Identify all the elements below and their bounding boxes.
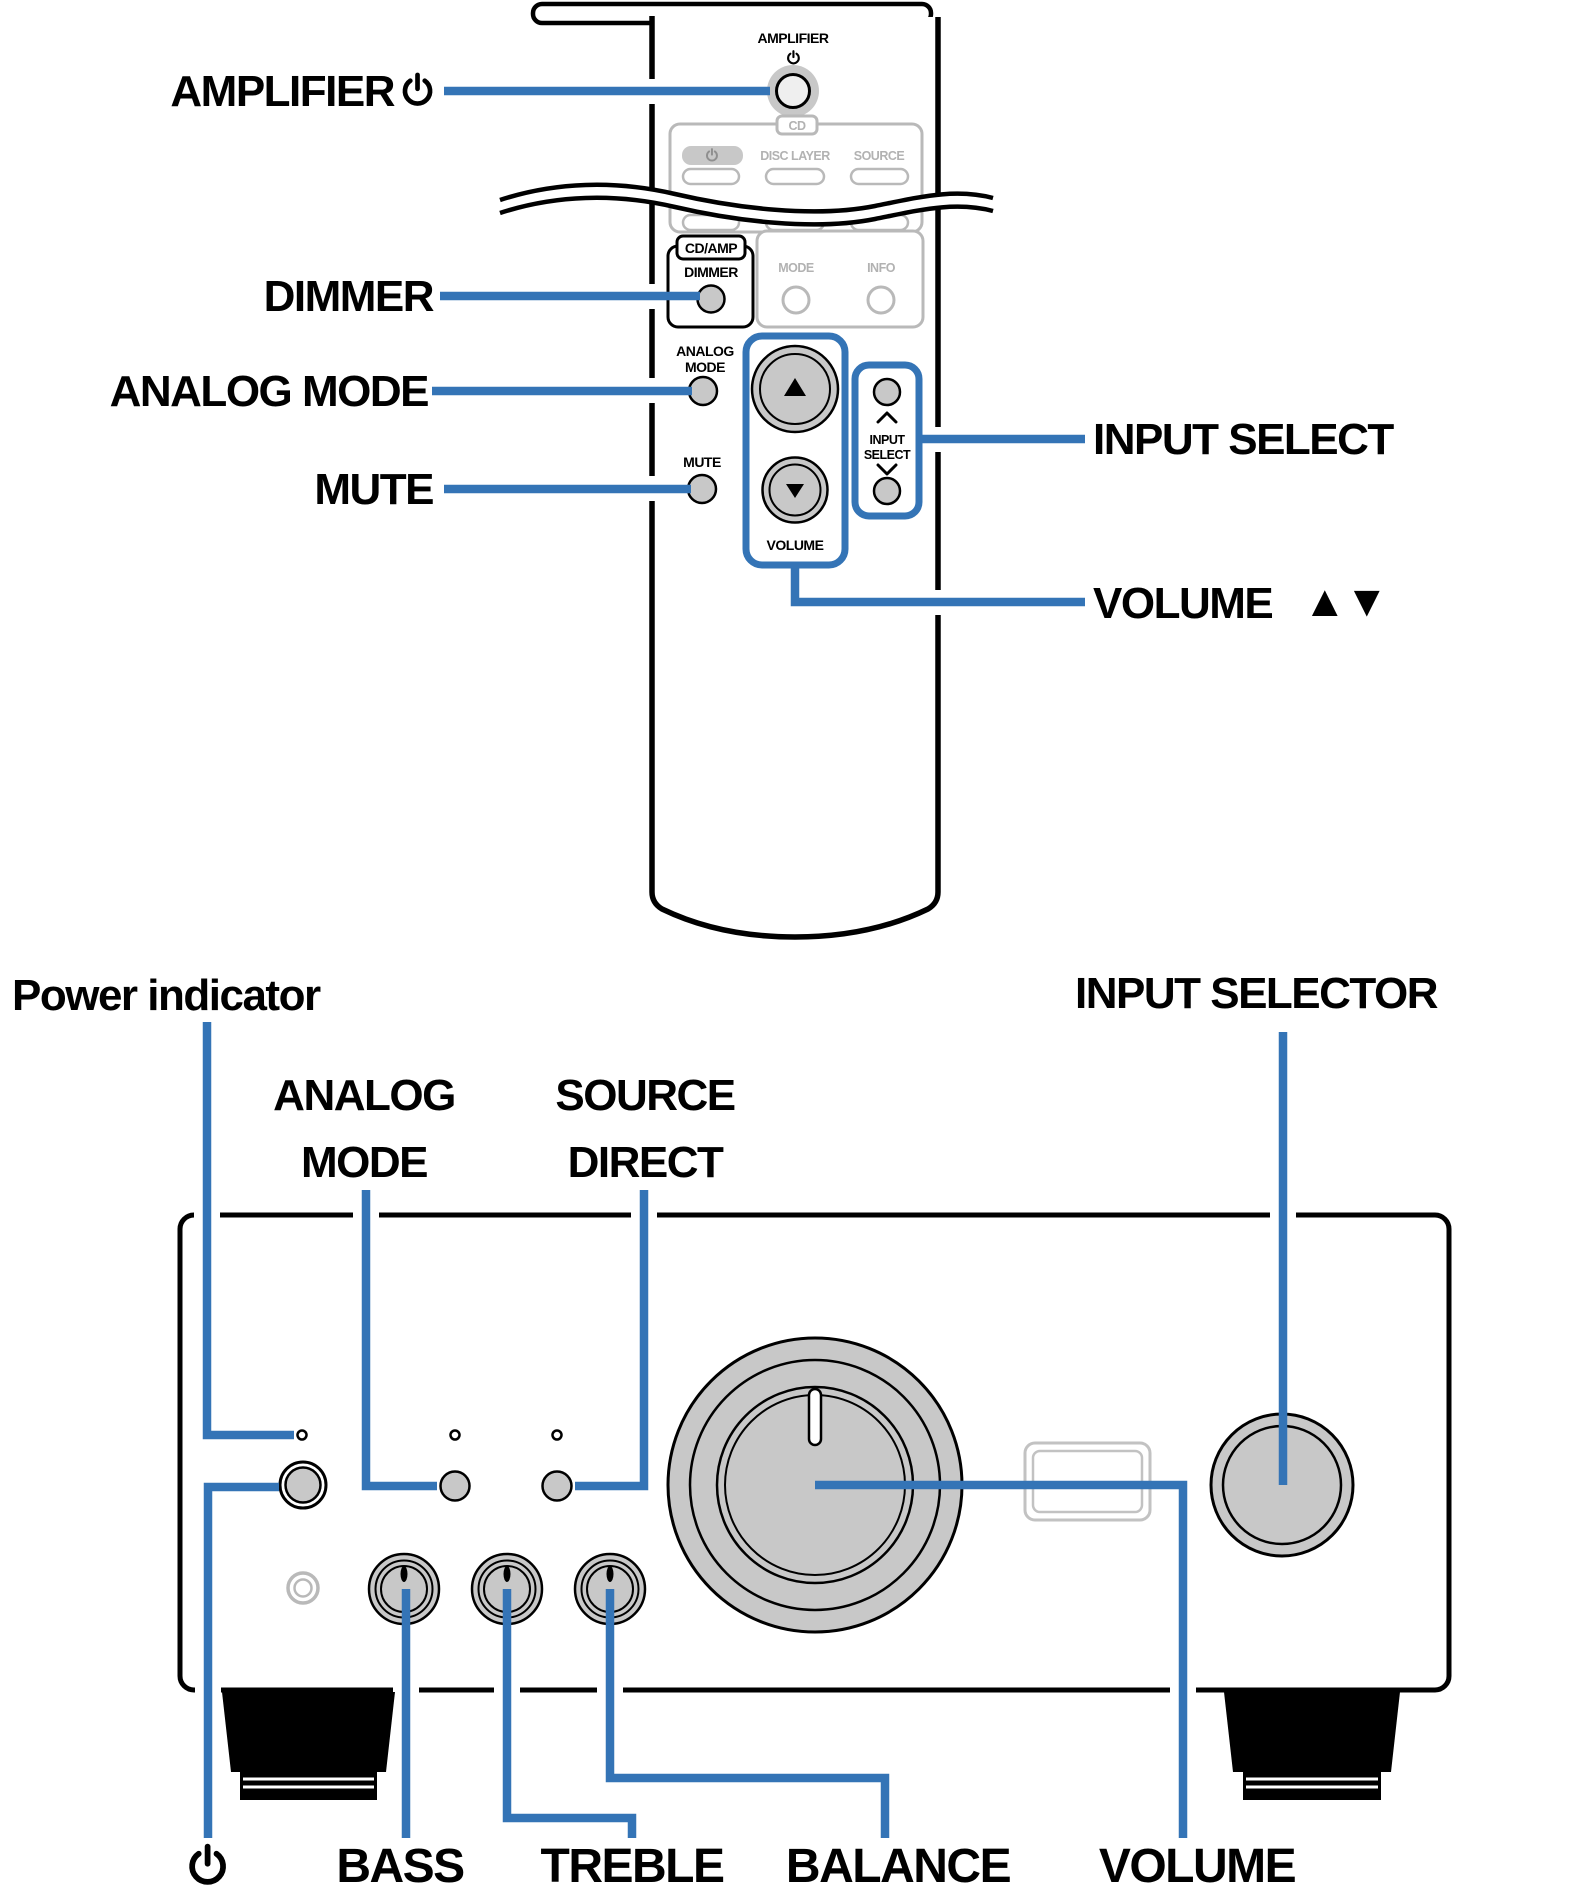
callout-labels: AMPLIFIER DIMMER ANALOG MODE MUTE INPUT … [12, 67, 1439, 1891]
front-source-direct-button[interactable] [541, 1470, 573, 1502]
remote-dimmer-label: DIMMER [684, 264, 738, 280]
analog-mode-led [449, 1429, 461, 1441]
callout-front-source-2: DIRECT [568, 1138, 724, 1187]
amplifier-foot [222, 1692, 395, 1800]
cd-source-label: SOURCE [854, 149, 905, 163]
info-button[interactable] [866, 285, 896, 315]
dimmer-button[interactable] [696, 284, 726, 314]
cd-disc-layer-label: DISC LAYER [760, 149, 830, 163]
callout-dimmer: DIMMER [264, 272, 434, 321]
remote-amplifier-power-button[interactable] [767, 65, 819, 117]
amplifier-front-panel [177, 1208, 1452, 1800]
power-icon [402, 72, 433, 106]
callout-bass: BASS [336, 1840, 464, 1891]
callout-analog-mode: ANALOG MODE [110, 367, 429, 416]
power-icon [189, 1843, 226, 1885]
callout-balance: BALANCE [786, 1840, 1011, 1891]
callout-front-analog-2: MODE [301, 1138, 427, 1187]
up-arrow-icon [784, 378, 806, 396]
amplifier-foot [1224, 1692, 1400, 1800]
callout-treble: TREBLE [541, 1840, 724, 1891]
dimmer-group: CD/AMP DIMMER [666, 234, 755, 329]
volume-up-button[interactable] [750, 344, 840, 434]
remote-input-select-label-1: INPUT [870, 433, 906, 447]
down-arrow-icon [786, 484, 804, 498]
input-select-down-button[interactable] [872, 476, 902, 506]
remote-control: AMPLIFIER CD DISC LAYER SOURCE [499, 1, 994, 940]
callout-front-source-1: SOURCE [555, 1071, 734, 1120]
volume-down-button[interactable] [761, 456, 829, 524]
callout-volume-updown: VOLUME [1093, 579, 1272, 628]
mode-button[interactable] [781, 285, 811, 315]
remote-analog-mode-label-1: ANALOG [676, 343, 734, 359]
cd-amp-tag: CD/AMP [685, 240, 737, 256]
callout-input-select: INPUT SELECT [1093, 415, 1394, 464]
remote-analog-mode-label-2: MODE [685, 359, 725, 375]
analog-mode-button[interactable] [687, 375, 719, 407]
callout-front-analog-1: ANALOG [273, 1071, 455, 1120]
remote-volume-label: VOLUME [767, 537, 824, 553]
source-direct-led [551, 1429, 563, 1441]
front-analog-mode-button[interactable] [439, 1470, 471, 1502]
remote-amplifier-label: AMPLIFIER [758, 30, 829, 46]
cd-section-label: CD [788, 119, 806, 133]
power-icon [787, 50, 800, 65]
chevron-up-icon [876, 411, 898, 424]
headphone-jack[interactable] [286, 1571, 320, 1605]
remote-input-select-label-2: SELECT [864, 448, 911, 462]
callout-volume: VOLUME [1099, 1840, 1296, 1891]
cd-power-button[interactable] [682, 146, 743, 165]
callout-input-selector: INPUT SELECTOR [1075, 969, 1438, 1018]
cd-button-pill[interactable] [764, 167, 826, 186]
cd-button-pill[interactable] [681, 167, 741, 186]
cd-button-pill[interactable] [849, 167, 910, 186]
volume-group: VOLUME [742, 332, 849, 569]
power-indicator-led [296, 1429, 308, 1441]
input-select-group: INPUT SELECT [851, 361, 923, 520]
mode-info-panel: MODE INFO [755, 229, 925, 329]
info-button-label: INFO [867, 261, 896, 275]
chevron-down-icon [876, 463, 898, 476]
cd-section: CD DISC LAYER SOURCE [668, 114, 924, 234]
callout-amplifier: AMPLIFIER [170, 67, 394, 116]
front-power-button[interactable] [278, 1460, 328, 1510]
callout-volume-arrows: ▲▼ [1303, 577, 1387, 626]
mode-button-label: MODE [778, 261, 814, 275]
callout-lines [202, 86, 1288, 1838]
remote-mute-label: MUTE [683, 454, 721, 470]
cd-power-icon [706, 148, 718, 162]
callout-power-indicator: Power indicator [12, 971, 321, 1020]
callout-mute: MUTE [314, 465, 433, 514]
input-select-up-button[interactable] [872, 377, 902, 407]
break-marks [499, 182, 994, 227]
mute-button[interactable] [686, 473, 718, 505]
